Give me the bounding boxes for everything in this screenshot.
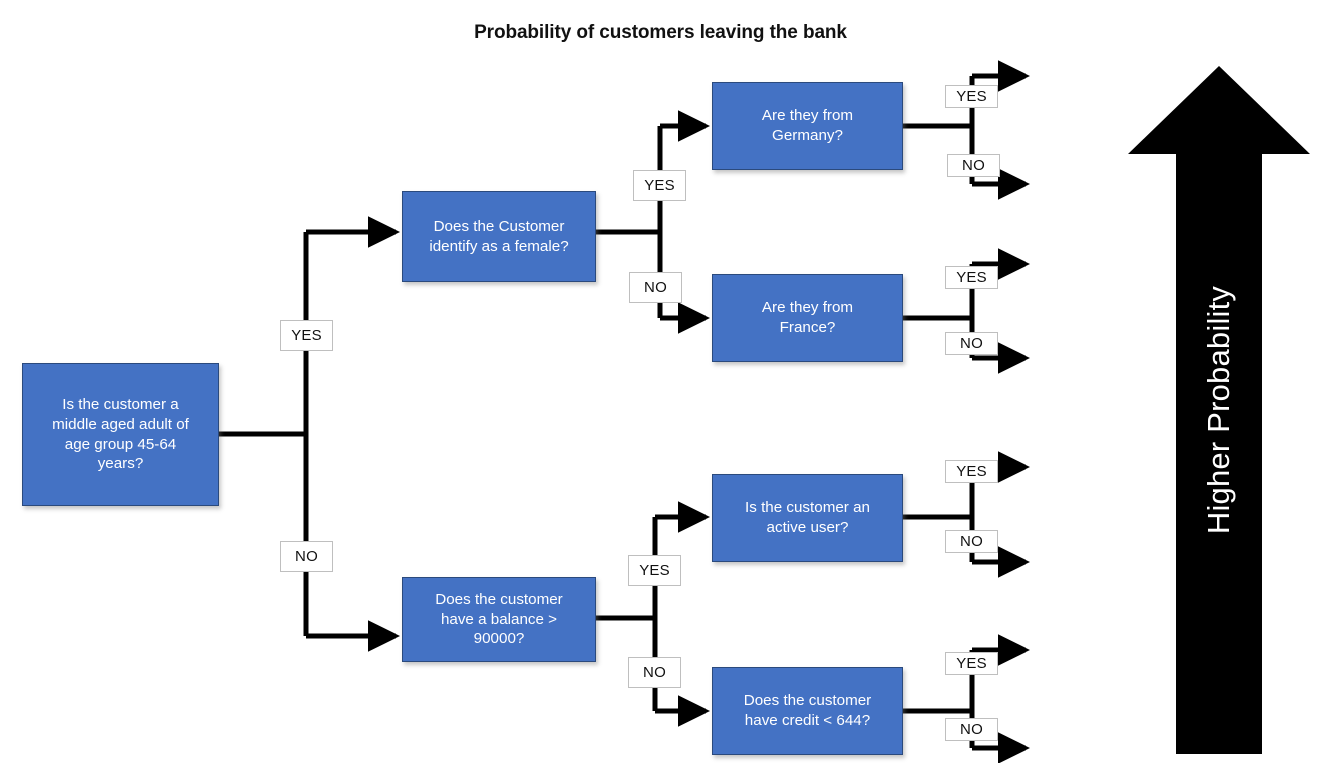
edge-label-germany-no: NO (947, 154, 1000, 177)
edge-label-balance-no: NO (628, 657, 681, 688)
node-germany[interactable]: Are they from Germany? (712, 82, 903, 170)
edge-label-credit-no: NO (945, 718, 998, 741)
page-title: Probability of customers leaving the ban… (474, 22, 847, 43)
higher-probability-arrow: Higher Probability (1128, 66, 1310, 754)
node-female[interactable]: Does the Customer identify as a female? (402, 191, 596, 282)
edge-label-root-no: NO (280, 541, 333, 572)
edge-label-female-yes: YES (633, 170, 686, 201)
node-active[interactable]: Is the customer an active user? (712, 474, 903, 562)
edge-label-female-no: NO (629, 272, 682, 303)
edge-label-active-yes: YES (945, 460, 998, 483)
node-credit[interactable]: Does the customer have credit < 644? (712, 667, 903, 755)
node-balance[interactable]: Does the customer have a balance > 90000… (402, 577, 596, 662)
arrow-label-wrap: Higher Probability (1128, 66, 1310, 754)
edge-label-france-no: NO (945, 332, 998, 355)
edge-label-balance-yes: YES (628, 555, 681, 586)
edge-label-germany-yes: YES (945, 85, 998, 108)
up-arrow-icon (1128, 66, 1310, 754)
node-france[interactable]: Are they from France? (712, 274, 903, 362)
edge-label-active-no: NO (945, 530, 998, 553)
node-root[interactable]: Is the customer a middle aged adult of a… (22, 363, 219, 506)
edge-label-credit-yes: YES (945, 652, 998, 675)
arrow-label: Higher Probability (1201, 285, 1236, 535)
edge-label-france-yes: YES (945, 266, 998, 289)
edge-label-root-yes: YES (280, 320, 333, 351)
